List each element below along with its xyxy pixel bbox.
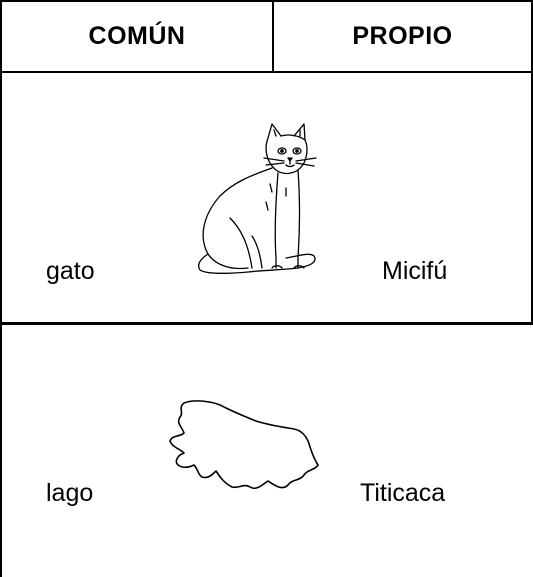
proper-noun-titicaca: Titicaca [360,479,446,507]
common-noun-gato: gato [46,257,95,285]
row-divider [0,322,533,325]
proper-noun-micifu: Micifú [382,257,448,285]
common-noun-lago: lago [46,479,94,507]
column-header-comun: COMÚN [88,22,186,50]
lake-outline-drawing [169,400,319,490]
header-column-divider [272,0,274,72]
header-bottom-border [0,71,533,73]
column-header-propio: PROPIO [352,22,453,50]
table-left-border [0,0,2,577]
cat-drawing [198,123,317,274]
table-top-border [0,0,533,2]
table-right-border [531,0,533,325]
